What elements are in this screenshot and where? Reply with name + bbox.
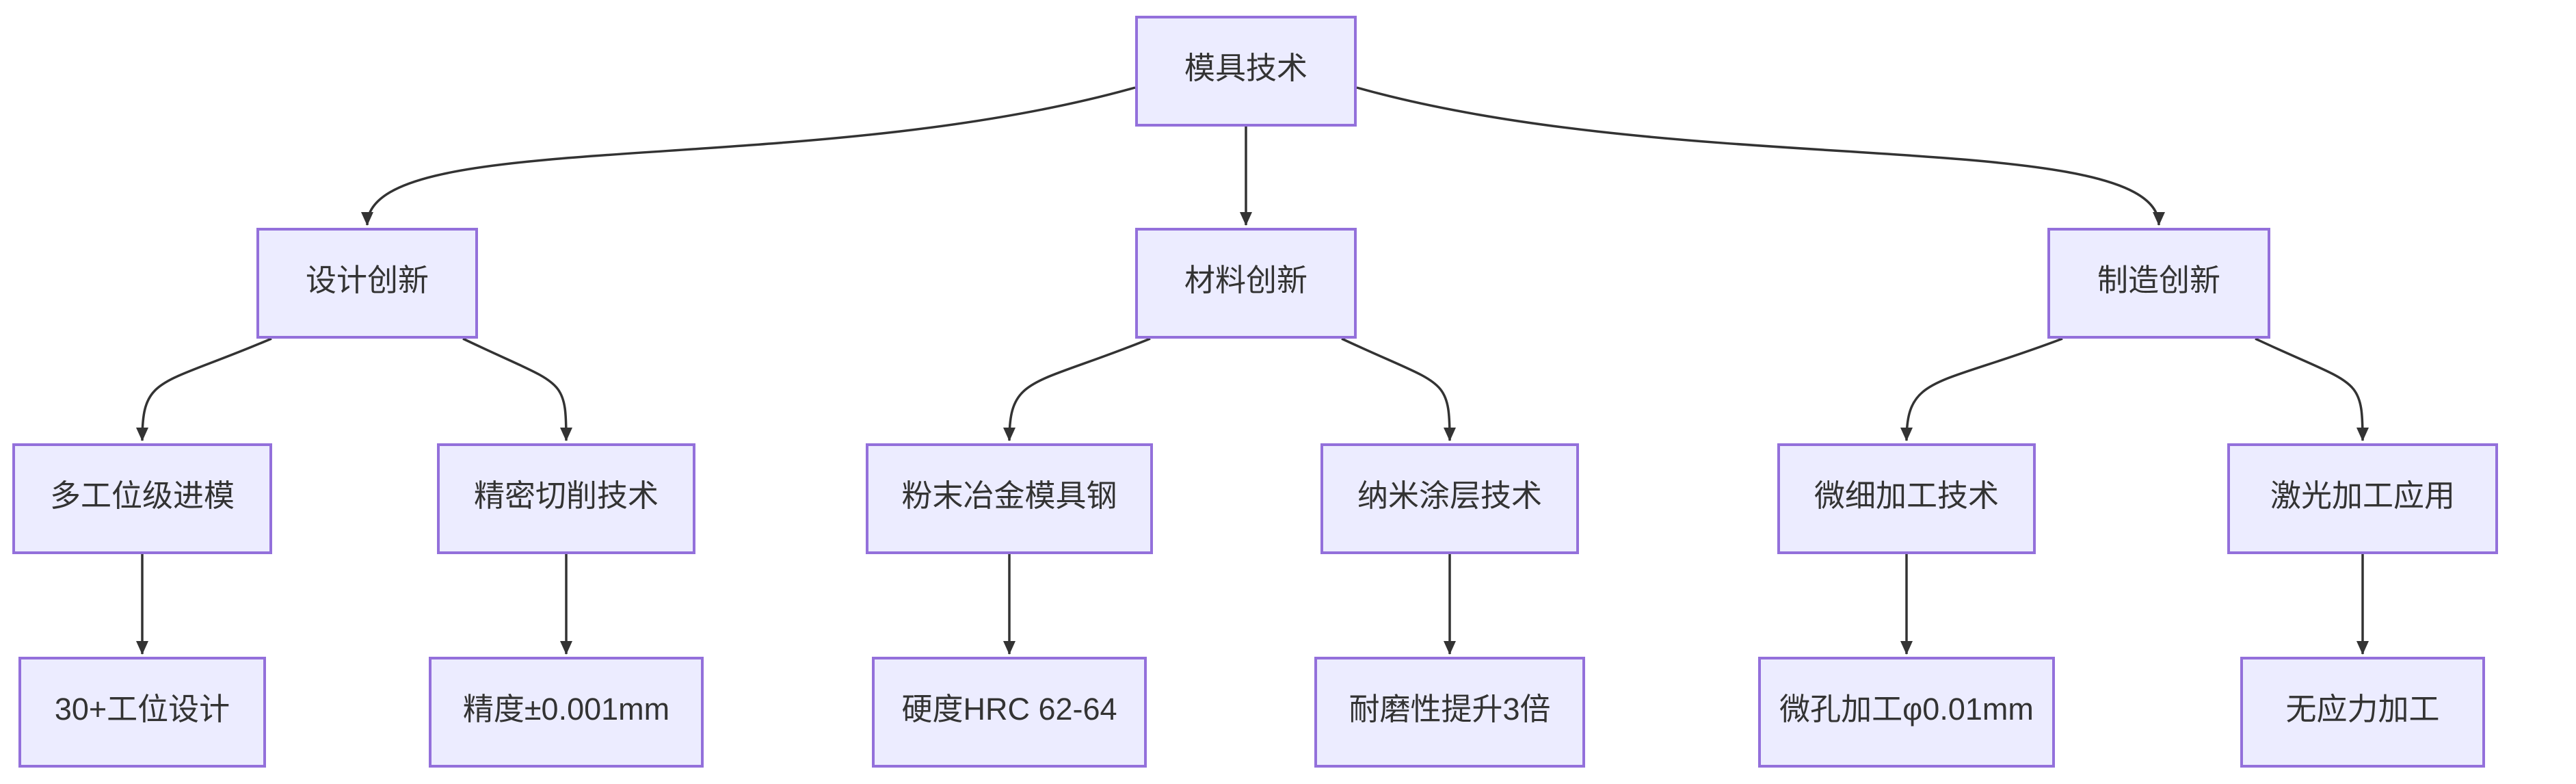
node-mold-technology: 模具技术: [1135, 16, 1357, 127]
node-label: 30+工位设计: [54, 692, 230, 727]
node-wear-resistance: 耐磨性提升3倍: [1314, 657, 1585, 768]
edge-mold-technology-to-design-innovation: [361, 86, 1136, 226]
node-manufacturing-innovation: 制造创新: [2047, 228, 2270, 339]
node-label: 纳米涂层技术: [1357, 478, 1542, 513]
node-label: 多工位级进模: [49, 478, 235, 513]
node-label: 硬度HRC 62-64: [901, 692, 1117, 727]
node-label: 制造创新: [2097, 263, 2220, 298]
node-label: 耐磨性提升3倍: [1349, 692, 1551, 727]
node-label: 模具技术: [1184, 51, 1307, 86]
node-label: 精密切削技术: [473, 478, 659, 513]
edge-design-innovation-to-precision-cutting: [462, 337, 572, 441]
edge-mold-technology-to-manufacturing-innovation: [1356, 86, 2165, 226]
node-label: 无应力加工: [2285, 692, 2440, 727]
node-label: 精度±0.001mm: [462, 692, 670, 727]
edge-material-innovation-to-nano-coating: [1341, 337, 1456, 441]
node-material-innovation: 材料创新: [1135, 228, 1357, 339]
edge-design-innovation-to-multi-station-die: [136, 337, 272, 441]
node-station-design-30: 30+工位设计: [18, 657, 266, 768]
edge-manufacturing-innovation-to-micro-machining: [1900, 337, 2063, 441]
node-micro-hole: 微孔加工φ0.01mm: [1758, 657, 2055, 768]
node-powder-metallurgy-steel: 粉末冶金模具钢: [866, 443, 1153, 554]
node-multi-station-die: 多工位级进模: [12, 443, 272, 554]
node-label: 微细加工技术: [1814, 478, 1999, 513]
node-stress-free: 无应力加工: [2240, 657, 2485, 768]
node-label: 材料创新: [1184, 263, 1307, 298]
node-design-innovation: 设计创新: [256, 228, 478, 339]
node-label: 设计创新: [305, 263, 429, 298]
node-laser-processing: 激光加工应用: [2227, 443, 2498, 554]
node-label: 激光加工应用: [2270, 478, 2455, 513]
node-precision-cutting: 精密切削技术: [437, 443, 695, 554]
edge-material-innovation-to-powder-metallurgy-steel: [1003, 337, 1151, 441]
node-hardness-hrc: 硬度HRC 62-64: [872, 657, 1147, 768]
node-label: 粉末冶金模具钢: [901, 478, 1117, 513]
node-label: 微孔加工φ0.01mm: [1779, 692, 2034, 727]
node-precision-0001mm: 精度±0.001mm: [429, 657, 704, 768]
node-micro-machining: 微细加工技术: [1777, 443, 2036, 554]
edge-manufacturing-innovation-to-laser-processing: [2255, 337, 2369, 441]
node-nano-coating: 纳米涂层技术: [1320, 443, 1579, 554]
